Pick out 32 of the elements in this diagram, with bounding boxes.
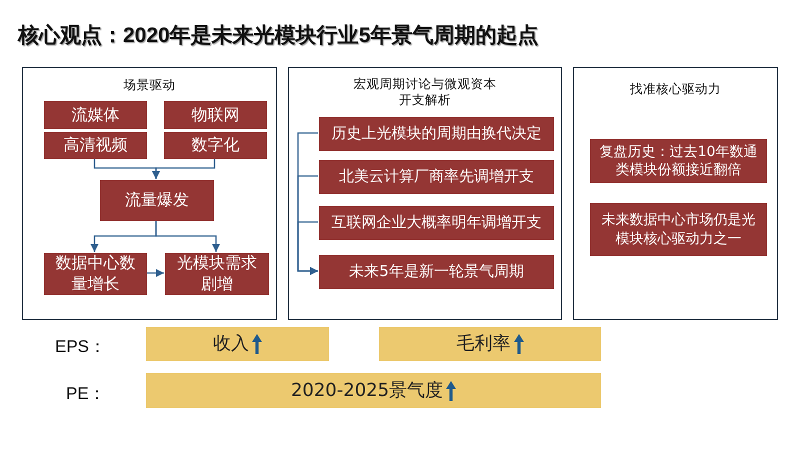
- connector-arrow: [146, 269, 164, 277]
- connector-arrow: [297, 221, 318, 275]
- panel-heading: 场景驱动: [124, 77, 176, 94]
- bar-label: 毛利率: [456, 333, 510, 355]
- panel-heading: 找准核心驱动力: [630, 81, 721, 98]
- process-box: 未来5年是新一轮景气周期: [319, 255, 554, 289]
- panel-frame: [573, 67, 778, 320]
- bar-label: 2020-2025景气度: [290, 380, 444, 402]
- process-box: 未来数据中心市场仍是光模块核心驱动力之一: [590, 203, 767, 256]
- process-box: 复盘历史：过去10年数通类模块份额接近翻倍: [590, 139, 767, 183]
- process-box: 北美云计算厂商率先调增开支: [319, 160, 554, 194]
- process-box: 数据中心数量增长: [44, 253, 147, 295]
- row-label: PE：: [66, 383, 106, 405]
- highlight-bar: [146, 327, 329, 361]
- connector-arrow: [155, 220, 220, 252]
- process-box: 光模块需求剧增: [165, 253, 269, 295]
- row-label: EPS：: [55, 336, 106, 358]
- highlight-bar: [379, 327, 601, 361]
- connector-arrow: [152, 158, 216, 179]
- process-box: 物联网: [164, 101, 267, 129]
- process-box: 流量爆发: [100, 180, 214, 221]
- process-box: 数字化: [164, 132, 267, 159]
- page-title: 核心观点：2020年是未来光模块行业5年景气周期的起点: [18, 22, 538, 49]
- bar-label: 收入: [213, 333, 249, 355]
- process-box: 流媒体: [44, 101, 147, 129]
- panel-frame: [288, 67, 562, 320]
- panel-frame: [22, 67, 277, 320]
- highlight-bar: [146, 373, 601, 408]
- panel-heading: 宏观周期讨论与微观资本开支解析: [352, 76, 498, 108]
- process-box: 互联网企业大概率明年调增开支: [319, 206, 554, 240]
- process-box: 高清视频: [44, 132, 147, 159]
- process-box: 历史上光模块的周期由换代决定: [319, 117, 554, 151]
